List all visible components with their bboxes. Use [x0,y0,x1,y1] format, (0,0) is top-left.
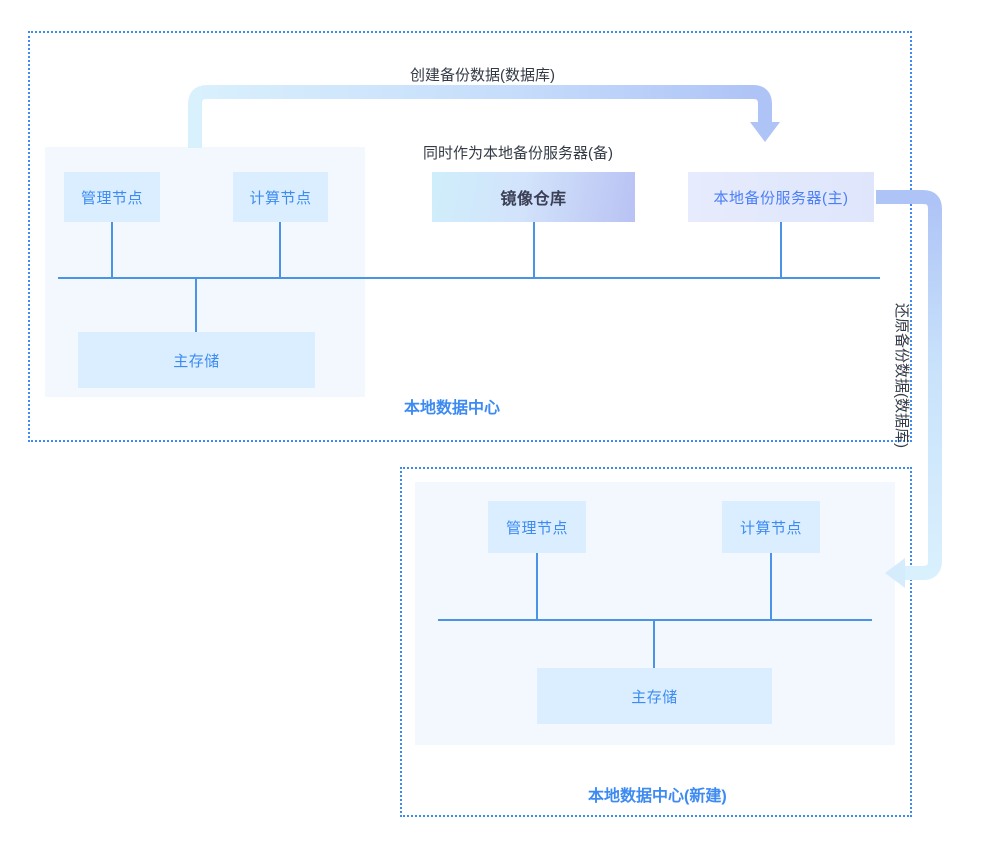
node-storage-top[interactable]: 主存储 [78,332,315,388]
connector-storage-bottom [653,619,655,669]
node-management-top[interactable]: 管理节点 [64,172,160,222]
connector-management-top [111,222,113,278]
datacenter-top-title: 本地数据中心 [404,400,501,417]
connector-storage-top [195,277,197,333]
bus-line-bottom [438,619,872,621]
connector-backup-server [780,222,782,278]
datacenter-bottom-frame [400,467,912,817]
node-storage-bottom[interactable]: 主存储 [537,668,772,724]
node-management-bottom[interactable]: 管理节点 [488,501,586,553]
node-backup-server-main[interactable]: 本地备份服务器(主) [688,172,874,222]
bus-line-top [58,277,880,279]
connector-compute-bottom [770,553,772,620]
connector-registry [533,222,535,278]
connector-compute-top [279,222,281,278]
connector-management-bottom [536,553,538,620]
label-create-backup-data: 创建备份数据(数据库) [410,67,555,84]
datacenter-bottom-title: 本地数据中心(新建) [588,788,727,805]
label-restore-backup-data: 还原备份数据(数据库) [893,303,910,448]
node-image-registry[interactable]: 镜像仓库 [432,172,635,222]
node-compute-bottom[interactable]: 计算节点 [722,501,820,553]
node-compute-top[interactable]: 计算节点 [233,172,328,222]
label-also-acts-as-standby: 同时作为本地备份服务器(备) [423,145,613,162]
